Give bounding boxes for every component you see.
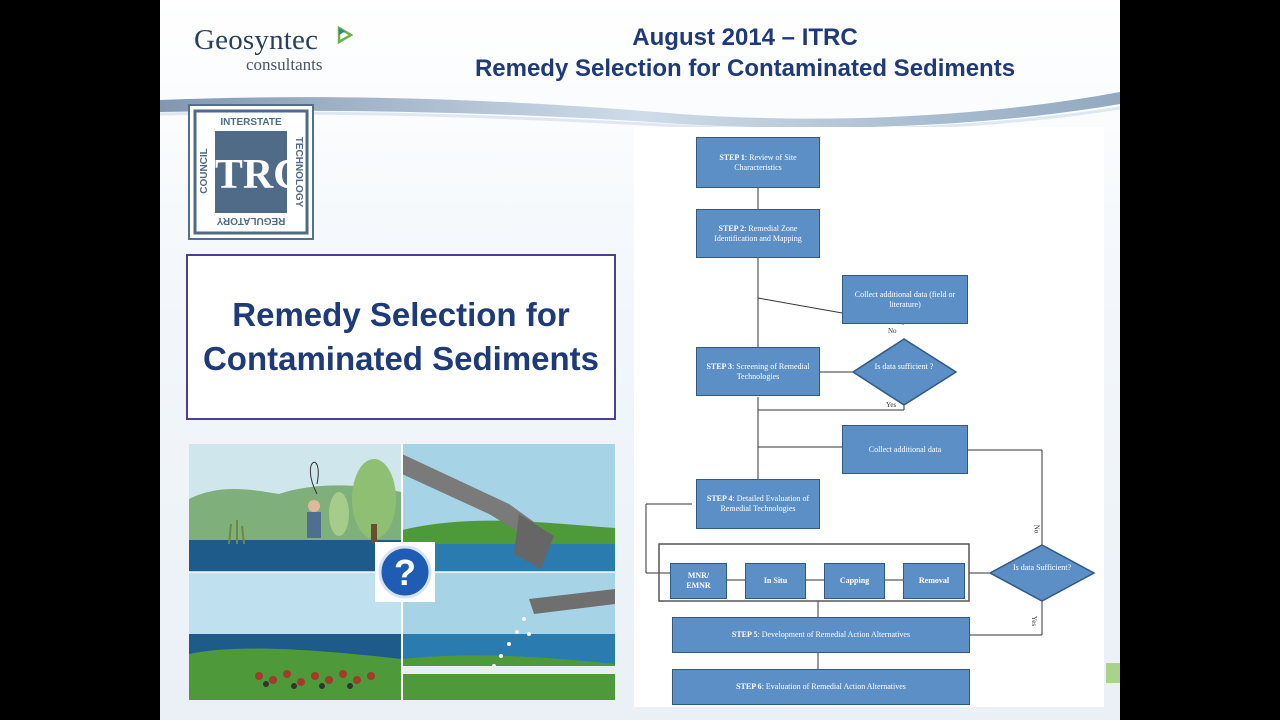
question-icon bbox=[378, 545, 432, 599]
step5-box: STEP 5: Development of Remedial Action A… bbox=[672, 617, 970, 653]
step4-text: : Detailed Evaluation of Remedial Techno… bbox=[720, 494, 810, 513]
tech-label-capping: Capping bbox=[839, 576, 870, 585]
step4-box: STEP 4: Detailed Evaluation of Remedial … bbox=[696, 479, 820, 529]
step5-label: STEP 5 bbox=[731, 630, 758, 639]
step5-text: : Development of Remedial Action Alterna… bbox=[757, 630, 911, 639]
no-label-2: No bbox=[1032, 524, 1041, 534]
step6-box: STEP 6: Evaluation of Remedial Action Al… bbox=[672, 669, 970, 705]
tech-box-removal: Removal bbox=[903, 563, 965, 599]
tech-box-mnr: MNR/ EMNR bbox=[670, 563, 727, 599]
step3-label: STEP 3 bbox=[706, 361, 733, 371]
geosyntec-logo: Geosyntec consultants bbox=[194, 24, 323, 75]
slide: Geosyntec consultants August 2014 – ITRC… bbox=[160, 0, 1120, 720]
itrc-bottom-text: REGULATORY bbox=[216, 215, 285, 226]
step6-text: : Evaluation of Remedial Action Alternat… bbox=[761, 682, 906, 691]
collect-data-text-2: Collect additional data bbox=[868, 444, 942, 454]
tech-label-in-situ: In Situ bbox=[763, 576, 788, 585]
tech-box-capping: Capping bbox=[824, 563, 885, 599]
step1-box: STEP 1: Review of Site Characteristics bbox=[696, 137, 820, 188]
question-mark: ? bbox=[394, 552, 416, 593]
header-line-2: Remedy Selection for Contaminated Sedime… bbox=[474, 55, 1016, 82]
logo-subtitle: consultants bbox=[246, 55, 323, 74]
tech-label-mnr: MNR/ EMNR bbox=[686, 571, 711, 590]
sediment-illustration: ? bbox=[189, 444, 615, 700]
logo-triangle-icon bbox=[337, 26, 353, 44]
step2-text: : Remedial Zone Identification and Mappi… bbox=[714, 223, 802, 243]
itrc-acronym: ITRC bbox=[198, 152, 303, 198]
step1-label: STEP 1 bbox=[719, 152, 745, 162]
tech-label-removal: Removal bbox=[918, 576, 950, 585]
slide-header: August 2014 – ITRC Remedy Selection for … bbox=[420, 22, 1070, 84]
step3-text: : Screening of Remedial Technologies bbox=[732, 361, 810, 381]
yes-label-2: Yes bbox=[1030, 615, 1039, 627]
header-line-1: August 2014 – ITRC bbox=[632, 24, 858, 51]
collect-data-text-1: Collect additional data (field or litera… bbox=[854, 289, 956, 309]
green-accent bbox=[1106, 663, 1120, 683]
step1-text: : Review of Site Characteristics bbox=[734, 152, 797, 172]
itrc-left-text: COUNCIL bbox=[199, 148, 210, 194]
step2-label: STEP 2 bbox=[718, 223, 745, 233]
step2-box: STEP 2: Remedial Zone Identification and… bbox=[696, 209, 820, 258]
decision-diamond-1 bbox=[851, 338, 958, 406]
header-swoosh bbox=[160, 92, 1120, 132]
flowchart: STEP 1: Review of Site Characteristics S… bbox=[634, 127, 1104, 707]
tech-box-in-situ: In Situ bbox=[745, 563, 806, 599]
title-text: Remedy Selection for Contaminated Sedime… bbox=[202, 296, 600, 377]
decision-text-2: Is data Sufficient? bbox=[1012, 563, 1072, 572]
collect-data-box-1: Collect additional data (field or litera… bbox=[842, 275, 968, 324]
yes-label-1: Yes bbox=[886, 401, 897, 409]
collect-data-box-2: Collect additional data bbox=[842, 425, 968, 474]
step4-label: STEP 4 bbox=[706, 494, 733, 503]
itrc-top-text: INTERSTATE bbox=[220, 117, 282, 128]
no-label-1: No bbox=[888, 327, 897, 335]
step3-box: STEP 3: Screening of Remedial Technologi… bbox=[696, 347, 820, 396]
decision-text-1: Is data sufficient ? bbox=[874, 362, 934, 371]
decision-diamond-2 bbox=[988, 544, 1096, 602]
itrc-right-text: TECHNOLOGY bbox=[293, 137, 304, 208]
title-box: Remedy Selection for Contaminated Sedime… bbox=[186, 254, 616, 420]
logo-name: Geosyntec bbox=[194, 24, 319, 56]
step6-label: STEP 6 bbox=[736, 682, 762, 691]
itrc-logo: ITRC INTERSTATE REGULATORY TECHNOLOGY CO… bbox=[188, 104, 314, 240]
flowchart-connectors bbox=[645, 188, 1096, 669]
